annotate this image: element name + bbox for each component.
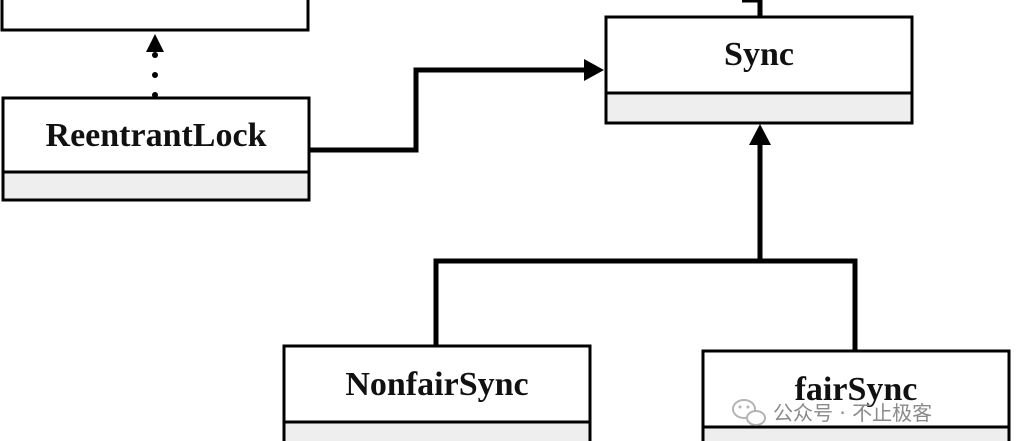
fair-sync-body-compartment: [701, 425, 1011, 441]
reentrant-lock-body-compartment: [1, 170, 311, 202]
realization-arrowhead: [146, 34, 164, 52]
fair-sync-class-box: fairSync: [701, 349, 1011, 441]
reentrant-lock-name-compartment: [1, 96, 311, 174]
watermark-text: 公众号 · 不止极客: [773, 401, 932, 425]
sync-class-box: Sync: [604, 15, 914, 125]
sync-class-name: Sync: [724, 36, 794, 73]
nonfair-sync-class-name: NonfairSync: [345, 366, 528, 403]
nonfair-sync-name-compartment: [282, 344, 592, 424]
realization-connector: [146, 34, 164, 98]
nonfair-sync-body-compartment: [282, 420, 592, 441]
wechat-icon: [732, 399, 766, 426]
lock-interface-box-partial: [0, 0, 310, 32]
nonfair-sync-class-box: NonfairSync: [282, 344, 592, 441]
reentrant-lock-to-sync-connector: [309, 59, 604, 153]
watermark: 公众号 · 不止极客: [732, 399, 932, 426]
sync-association-arrowhead: [584, 59, 604, 81]
reentrant-lock-class-box: ReentrantLock: [1, 96, 311, 202]
fair-sync-class-name: fairSync: [795, 371, 918, 408]
inheritance-connector: [433, 124, 858, 350]
sync-upward-connector: [742, 0, 763, 17]
inheritance-arrowhead: [749, 124, 771, 145]
reentrant-lock-class-name: ReentrantLock: [46, 117, 267, 154]
sync-body-compartment: [604, 91, 914, 125]
